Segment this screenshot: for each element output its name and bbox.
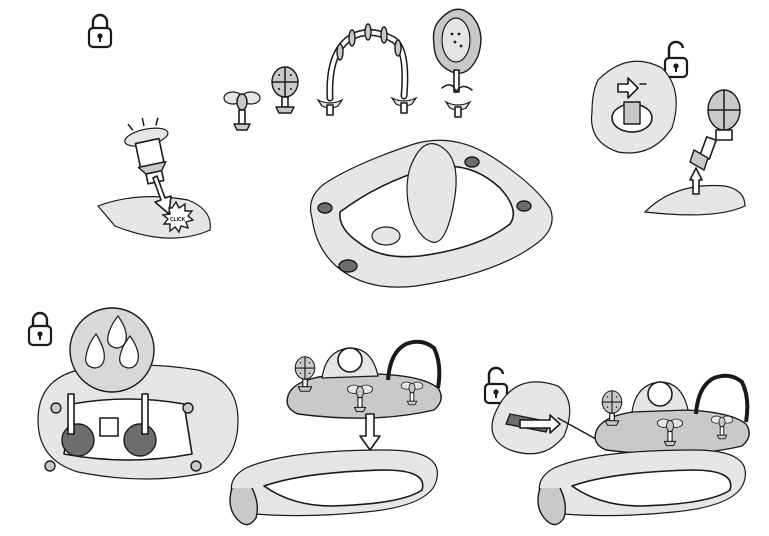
- arrow-icon: [689, 167, 703, 195]
- assembled-tray: [286, 339, 442, 419]
- toy-flower-mirror: [432, 8, 482, 118]
- water-drop-icon: [119, 335, 139, 369]
- arrow-icon: [519, 414, 561, 434]
- toy-bee: [223, 91, 261, 131]
- click-burst: CLICK: [161, 200, 195, 234]
- toy-arch: [317, 23, 417, 116]
- assembled-tray: [594, 373, 750, 455]
- wash-circle: [69, 307, 155, 393]
- arrow-icon: [359, 413, 381, 451]
- tray-surface-left: [96, 196, 211, 239]
- arrow-icon: [617, 77, 639, 99]
- panel-mount-tray: [229, 339, 442, 526]
- panel-toy-set: [223, 8, 553, 288]
- padlock-open-icon: [663, 40, 689, 79]
- panel-detach: [590, 40, 746, 216]
- padlock-closed-icon: [27, 311, 53, 347]
- tray-surface-right: [643, 184, 746, 216]
- panel-wash: [27, 307, 239, 480]
- padlock-closed-icon: [87, 13, 113, 49]
- click-label: CLICK: [170, 217, 186, 223]
- water-drop-icon: [85, 332, 105, 369]
- seat-ring: [229, 449, 438, 526]
- toy-ball: [271, 66, 299, 114]
- seat-ring: [537, 449, 746, 526]
- panel-remove-tray: [483, 366, 750, 526]
- arrow-icon: [152, 175, 172, 215]
- water-drop-icon: [107, 315, 127, 349]
- panel-click-attach: CLICK: [87, 13, 211, 239]
- toy-ball-removed: [707, 89, 741, 141]
- toy-peg-clicking: [124, 117, 169, 185]
- activity-base-empty: [309, 139, 553, 288]
